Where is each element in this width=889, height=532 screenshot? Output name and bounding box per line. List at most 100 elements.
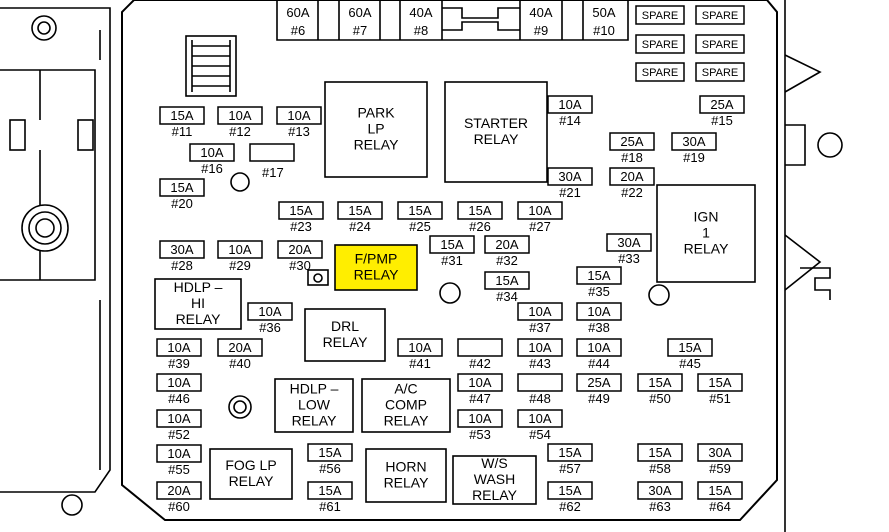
fuse-42[interactable]: #42 <box>457 338 503 371</box>
fuse-26[interactable]: 15A#26 <box>457 201 503 234</box>
fuse-16[interactable]: 10A#16 <box>189 143 235 176</box>
fuse-28[interactable]: 30A#28 <box>159 240 205 273</box>
fuse-46[interactable]: 10A#46 <box>156 373 202 406</box>
fuse-39[interactable]: 10A#39 <box>156 338 202 371</box>
fuse-53[interactable]: 10A#53 <box>457 409 503 442</box>
spare-fuse-2[interactable]: SPARE <box>695 5 745 25</box>
fuse-number-label: #44 <box>588 356 610 371</box>
fuse-56[interactable]: 15A#56 <box>307 443 353 476</box>
spare-fuse-4[interactable]: SPARE <box>695 34 745 54</box>
relay-label-line: RELAY <box>292 413 338 429</box>
fuse-amp-label: 30A <box>682 134 705 149</box>
fuse-12[interactable]: 10A#12 <box>217 106 263 139</box>
fuse-body <box>637 481 683 500</box>
fuse-9[interactable]: 40A#9 <box>529 5 552 38</box>
fuse-body <box>429 235 475 254</box>
fuse-19[interactable]: 30A#19 <box>671 132 717 165</box>
fuse-57[interactable]: 15A#57 <box>547 443 593 476</box>
spare-fuse-6[interactable]: SPARE <box>695 62 745 82</box>
fuse-22[interactable]: 20A#22 <box>609 167 655 200</box>
fuse-number-label: #8 <box>414 23 428 38</box>
fuse-10[interactable]: 50A#10 <box>592 5 615 38</box>
fuse-20[interactable]: 15A#20 <box>159 178 205 211</box>
fuse-60[interactable]: 20A#60 <box>156 481 202 514</box>
fuse-17[interactable]: #17 <box>249 143 295 180</box>
fuse-8[interactable]: 40A#8 <box>409 5 432 38</box>
fuse-43[interactable]: 10A#43 <box>517 338 563 371</box>
fuse-52[interactable]: 10A#52 <box>156 409 202 442</box>
fuse-33[interactable]: 30A#33 <box>606 233 652 266</box>
fuse-55[interactable]: 10A#55 <box>156 444 202 477</box>
fuse-number-label: #52 <box>168 427 190 442</box>
fuse-7[interactable]: 60A#7 <box>348 5 371 38</box>
fuse-27[interactable]: 10A#27 <box>517 201 563 234</box>
fuse-35[interactable]: 15A#35 <box>576 266 622 299</box>
fuse-37[interactable]: 10A#37 <box>517 302 563 335</box>
fuse-61[interactable]: 15A#61 <box>307 481 353 514</box>
mount-stud-2 <box>439 282 461 304</box>
fuse-54[interactable]: 10A#54 <box>517 409 563 442</box>
fuse-number-label: #38 <box>588 320 610 335</box>
fuse-body <box>547 167 593 186</box>
fuse-36[interactable]: 10A#36 <box>247 302 293 335</box>
fuse-48[interactable]: #48 <box>517 373 563 406</box>
fuse-25[interactable]: 15A#25 <box>397 201 443 234</box>
fuse-58[interactable]: 15A#58 <box>637 443 683 476</box>
fuse-14[interactable]: 10A#14 <box>547 95 593 128</box>
fuse-body <box>576 302 622 321</box>
spare-fuse-5[interactable]: SPARE <box>635 62 685 82</box>
fuse-body <box>337 201 383 220</box>
fuse-number-label: #29 <box>229 258 251 273</box>
fuse-30[interactable]: 20A#30 <box>277 240 323 273</box>
fuse-38[interactable]: 10A#38 <box>576 302 622 335</box>
fuse-63[interactable]: 30A#63 <box>637 481 683 514</box>
relay-label-line: RELAY <box>684 241 730 257</box>
fuse-21[interactable]: 30A#21 <box>547 167 593 200</box>
relay-label-line: RELAY <box>354 267 400 283</box>
fuse-body <box>699 95 745 114</box>
fuse-51[interactable]: 15A#51 <box>697 373 743 406</box>
fuse-13[interactable]: 10A#13 <box>276 106 322 139</box>
fuse-50[interactable]: 15A#50 <box>637 373 683 406</box>
fuse-64[interactable]: 15A#64 <box>697 481 743 514</box>
fuse-18[interactable]: 25A#18 <box>609 132 655 165</box>
fuse-11[interactable]: 15A#11 <box>159 106 205 139</box>
fuse-62[interactable]: 15A#62 <box>547 481 593 514</box>
fuse-amp-label: 30A <box>170 242 193 257</box>
spare-fuse-1[interactable]: SPARE <box>635 5 685 25</box>
fuse-40[interactable]: 20A#40 <box>217 338 263 371</box>
fuse-44[interactable]: 10A#44 <box>576 338 622 371</box>
fuse-45[interactable]: 15A#45 <box>667 338 713 371</box>
fuse-24[interactable]: 15A#24 <box>337 201 383 234</box>
fuse-number-label: #55 <box>168 462 190 477</box>
fuse-41[interactable]: 10A#41 <box>397 338 443 371</box>
spare-fuse-3[interactable]: SPARE <box>635 34 685 54</box>
relay-label-line: DRL <box>331 318 359 334</box>
spare-layer: SPARE SPARE SPARE SPARE SPARE SPARE <box>635 5 745 82</box>
fuse-amp-label: 15A <box>648 375 671 390</box>
fuse-29[interactable]: 10A#29 <box>217 240 263 273</box>
fuse-34[interactable]: 15A#34 <box>484 271 530 304</box>
fuse-6[interactable]: 60A#6 <box>286 5 309 38</box>
spare-label: SPARE <box>702 39 738 51</box>
fuse-23[interactable]: 15A#23 <box>278 201 324 234</box>
fuse-15[interactable]: 25A#15 <box>699 95 745 128</box>
fuse-amp-label: 60A <box>348 5 371 20</box>
fuse-31[interactable]: 15A#31 <box>429 235 475 268</box>
fuse-32[interactable]: 20A#32 <box>484 235 530 268</box>
fuse-47[interactable]: 10A#47 <box>457 373 503 406</box>
fuse-amp-label: 60A <box>286 5 309 20</box>
fuse-49[interactable]: 25A#49 <box>576 373 622 406</box>
fuse-59[interactable]: 30A#59 <box>697 443 743 476</box>
